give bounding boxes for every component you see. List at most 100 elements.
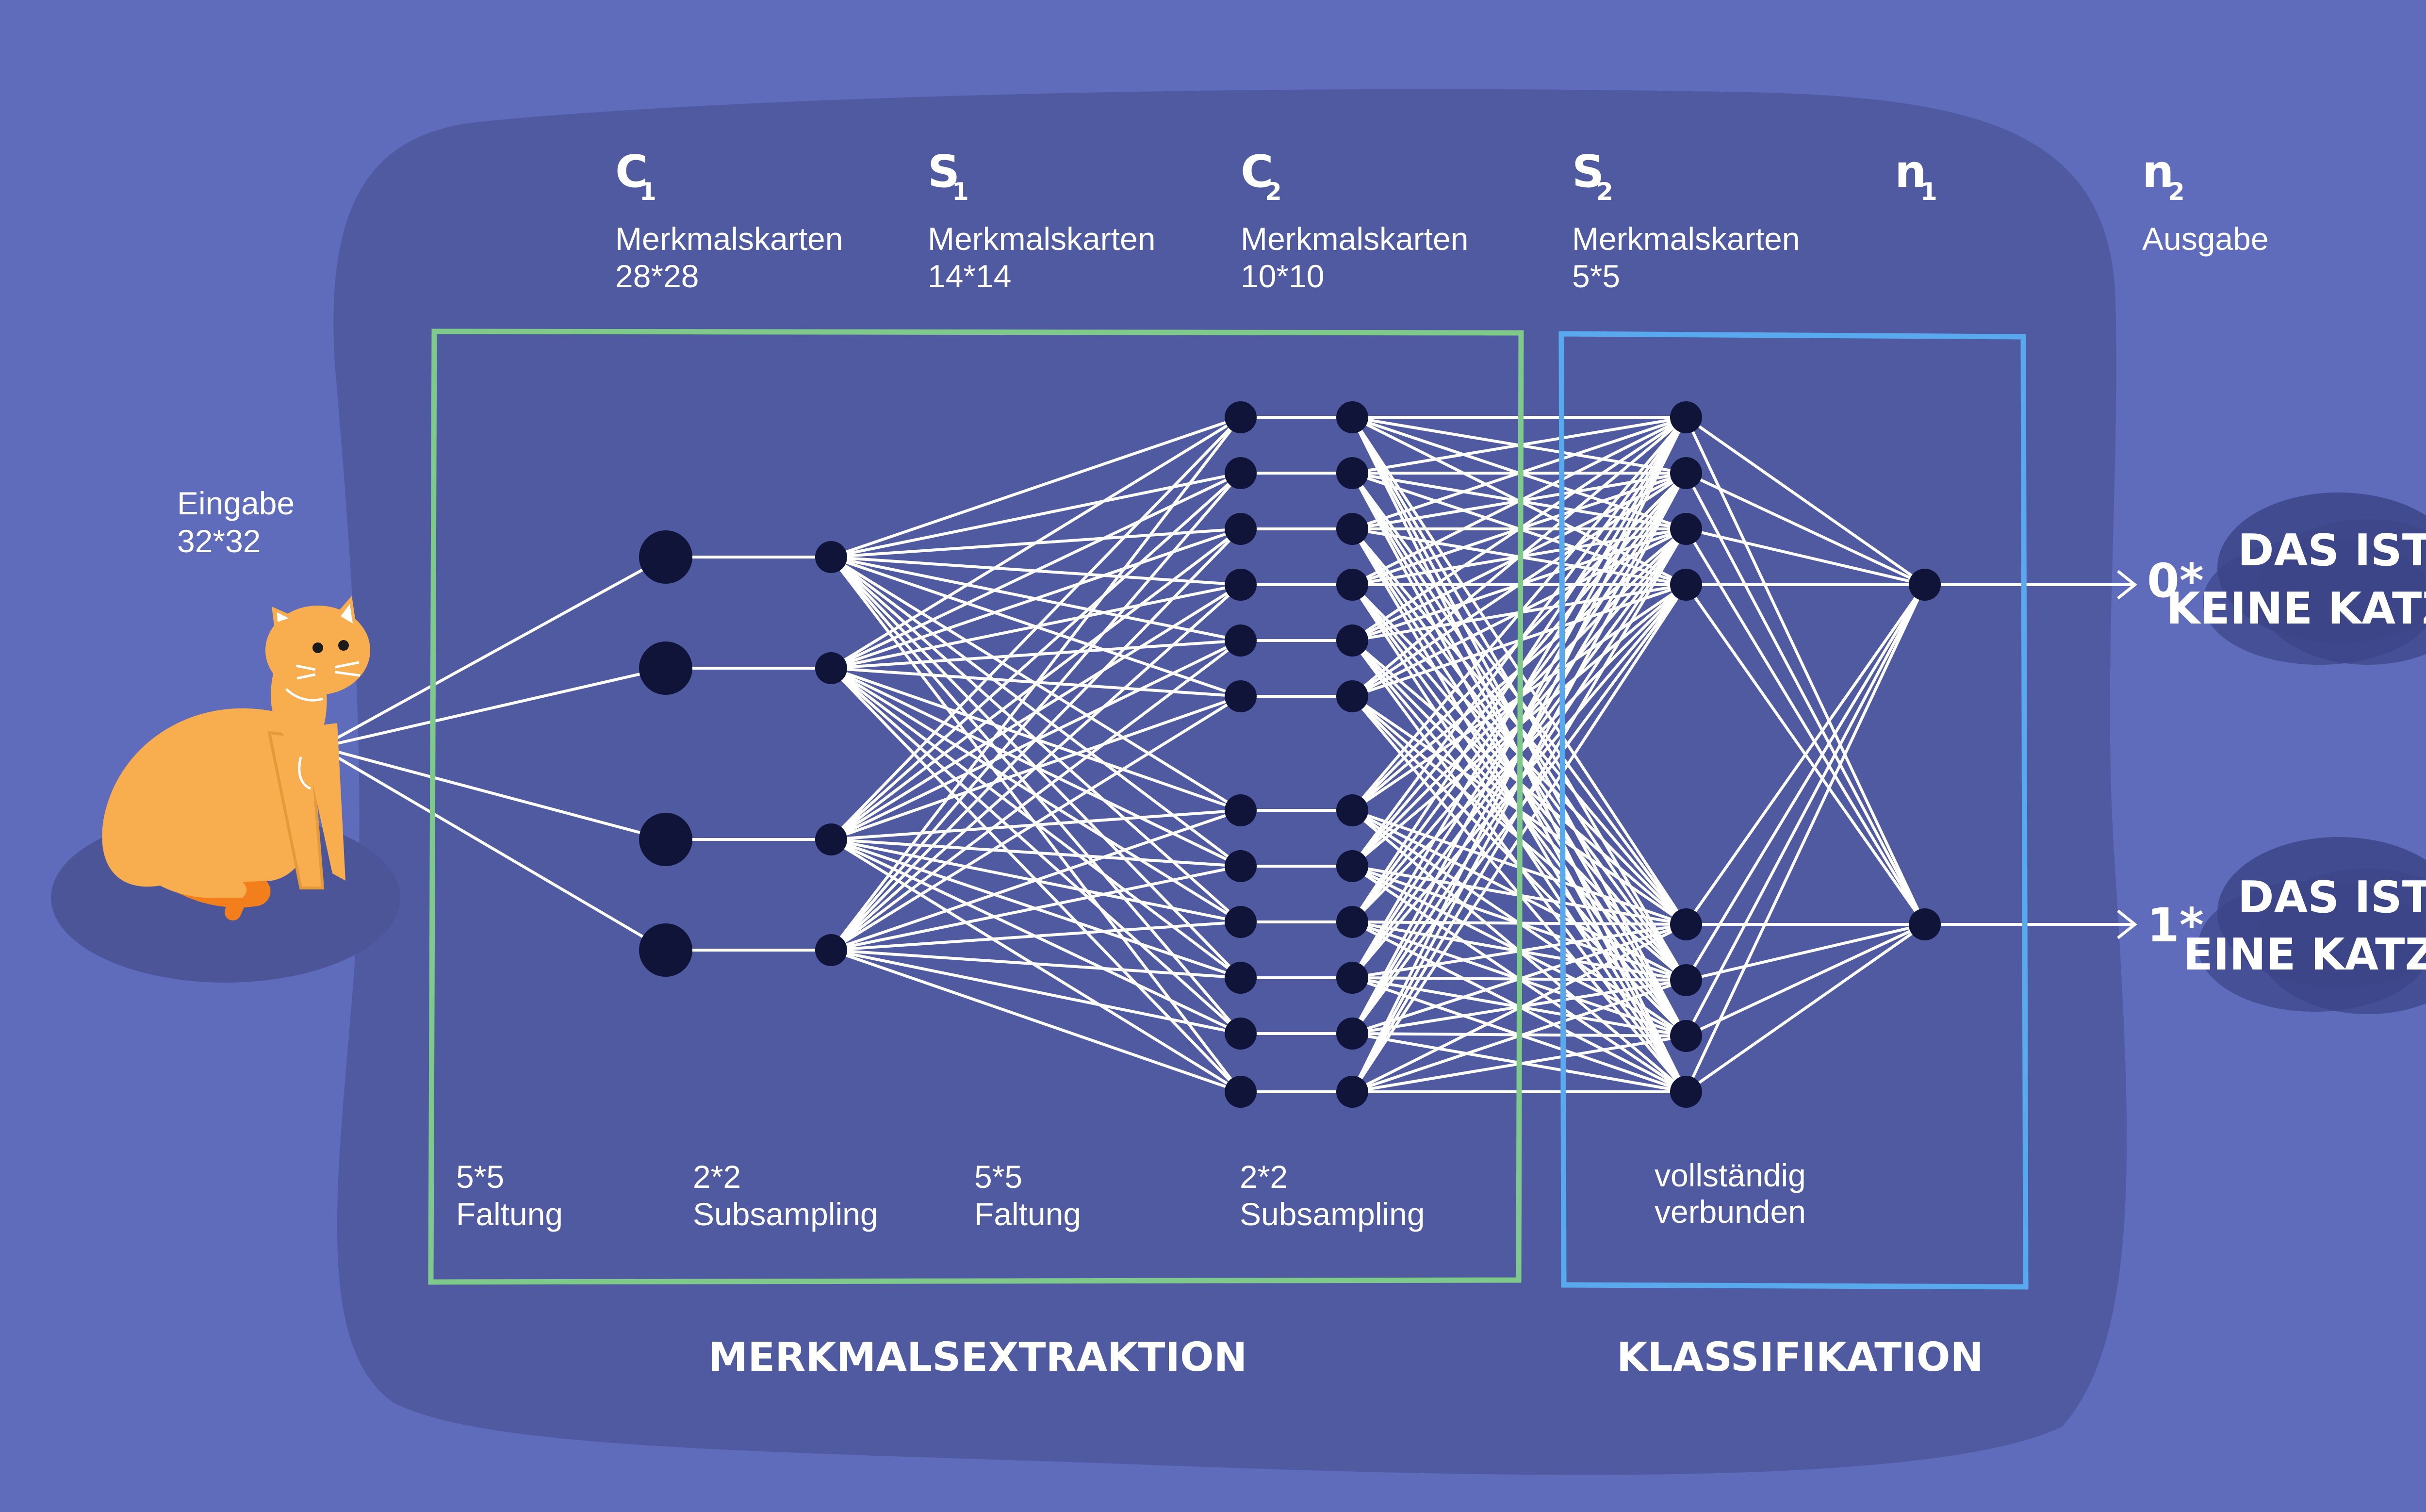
s1-c2-connection [831,949,1241,1035]
s1-c2-connection [830,583,1242,952]
input-connection [320,667,666,749]
s1-c2-connection [831,809,1241,952]
layer-symbol: S [928,146,960,197]
s2-node [1336,569,1368,601]
c2-node [1225,569,1257,601]
c2-node [1225,513,1257,545]
layer-index: 1 [639,178,656,206]
fc-output-connection [1685,584,1926,1037]
c2-node [1225,1076,1257,1108]
bubble-0-shape-c [2203,539,2426,665]
c2-node [1225,625,1257,657]
s2-node [1336,794,1368,826]
bubble-0-line2: KEINE KATZE! [2166,583,2426,634]
layer-index: 2 [1265,178,1282,206]
operation-fc-line1: vollständig [1655,1157,1806,1193]
layer-caption: Merkmalskarten [928,221,1155,257]
s1-c2-connection [830,416,1242,670]
fc-output-connection [1685,416,1926,925]
fc-output-connection [1685,416,1926,586]
fc-output-connection [1685,584,1926,1093]
c1-node [639,641,692,695]
fc-node [1670,457,1702,489]
fc-output-connection [1685,472,1926,586]
bubble-0-line1: DAS IST [2238,525,2426,576]
s1-c2-connection [831,920,1241,952]
s2-node [1336,1018,1368,1050]
bubble-1-line1: DAS IST [2238,872,2426,923]
nodes [639,401,1941,1108]
fc-node [1670,1076,1702,1108]
layer-header-n2: n 2 Ausgabe [2142,146,2269,257]
s2-node [1336,962,1368,994]
s1-c2-connection [830,472,1242,841]
output-bubble-0 [2203,493,2426,665]
cat-collar-line [285,688,323,702]
layer-caption: Merkmalskarten [1241,221,1468,257]
c1-node [639,813,692,866]
s2-node [1336,401,1368,433]
layer-size: 14*14 [928,258,1012,294]
cat-front-leg-2 [301,723,345,881]
section-title-feature-extraction: MERKMALSEXTRAKTION [708,1334,1247,1381]
output-arrows [1925,570,2137,939]
s2-node [1336,850,1368,882]
fc-node [1670,513,1702,545]
layer-index: 1 [952,178,969,206]
c2-node [1225,794,1257,826]
s1-c2-connection [831,416,1241,559]
layer-symbol: C [1241,146,1274,197]
s2-node [1336,625,1368,657]
layer-caption: Merkmalskarten [1572,221,1800,257]
input-connection [320,746,666,841]
layer-size: 10*10 [1241,258,1325,294]
s1-c2-connection [830,416,1242,951]
classification-frame [1558,331,2029,1290]
input-label: Eingabe [177,485,295,521]
c1-node [639,530,692,584]
s1-c2-connection [830,472,1242,951]
output-value-1: 1* [2147,898,2204,953]
cat-ear-left-inner [277,612,289,622]
s1-c2-connection [831,949,1241,1093]
s2-node [1336,680,1368,712]
fc-output-connection [1685,923,1926,1037]
layer-header-s1: S 1 Merkmalskarten 14*14 [928,146,1155,294]
output-value-0: 0* [2147,554,2204,608]
c2-node [1225,680,1257,712]
operation-fc-line2: verbunden [1655,1194,1806,1230]
layer-index: 2 [1596,178,1613,206]
fc-output-connection [1686,923,1925,982]
s1-c2-connection [831,865,1241,952]
bubble-1-line2: EINE KATZE! [2183,929,2426,980]
s1-c2-connection [831,949,1241,979]
operation-sub2-name: Subsampling [1240,1196,1425,1232]
output-bubble-1 [2198,837,2426,1014]
fc-node [1670,908,1702,940]
s1-c2-connection [830,527,1242,952]
operation-conv2-name: Faltung [974,1196,1081,1232]
cat-illustration [102,596,370,920]
operation-sub1-name: Subsampling [693,1196,878,1232]
fc-output-connection [1685,923,1926,1093]
output-arrow-head [2117,909,2137,939]
cat-whiskers [295,661,361,680]
fc-node [1670,964,1702,996]
s1-c2-connection [830,416,1242,841]
c2-node [1225,962,1257,994]
s2-node [1336,513,1368,545]
layer-size: 5*5 [1572,258,1620,294]
output-arrow-head [2117,570,2137,600]
s1-node [815,823,847,855]
c2-node [1225,401,1257,433]
s1-c2-connection [830,639,1242,952]
section-title-classification: KLASSIFIKATION [1617,1334,1983,1381]
s1-node [815,541,847,573]
fc-output-connection [1686,527,1925,586]
fc-node [1670,1020,1702,1052]
output-node [1909,908,1941,940]
layer-header-s2: S 2 Merkmalskarten 5*5 [1572,146,1800,294]
fc-output-connection [1685,528,1926,925]
c1-node [639,923,692,977]
